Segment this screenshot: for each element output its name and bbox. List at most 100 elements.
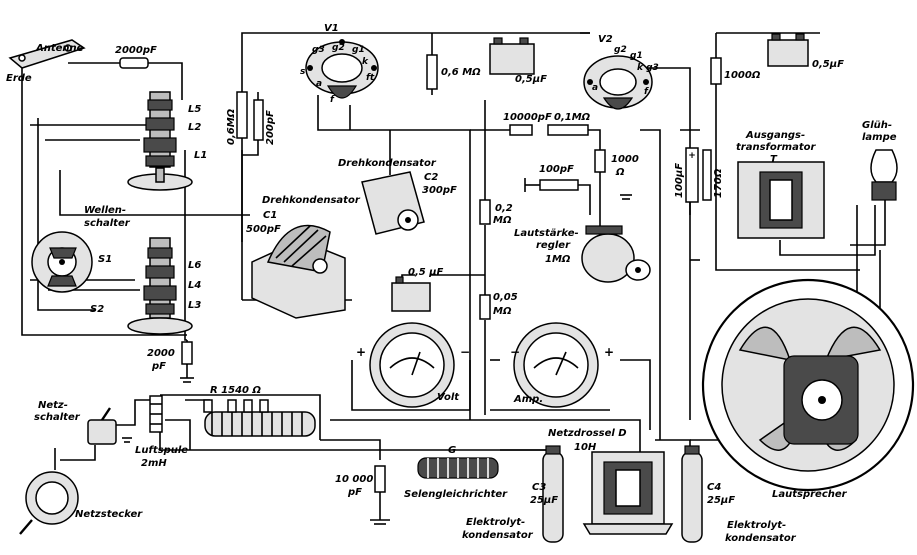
ausgang-label-3: T — [770, 154, 778, 165]
drehkond2-label-1: Drehkondensator — [338, 158, 437, 169]
c4-label-2: 25µF — [707, 495, 735, 506]
r-1000-label: 1000Ω — [724, 70, 761, 81]
c-10000-2-label-a: 10 000 — [335, 474, 373, 485]
v1-ft: ft — [366, 73, 375, 83]
s2-label: S2 — [90, 304, 104, 315]
ammeter: − + Amp. — [510, 322, 614, 408]
v2-g2: g2 — [614, 45, 627, 55]
l5-label: L5 — [188, 104, 201, 115]
c-bottom-label-1: 2000 — [147, 348, 175, 359]
batt2-cap-label: 0,5µF — [812, 59, 844, 70]
antenna-capacitor: 2000pF — [115, 45, 157, 69]
selenium-rectifier: G Selengleichrichter — [404, 445, 508, 500]
resistor-005-mohm: 0,05 MΩ — [479, 292, 518, 320]
v2-kg3: k g3 — [637, 63, 659, 73]
elko-c4-label-1: Elektrolyt- — [727, 520, 786, 531]
electrolytic-capacitor-c3: C3 25µF Elektrolyt- kondensator — [462, 445, 564, 543]
lautst-label-3: 1MΩ — [545, 254, 571, 265]
coil-assembly-upper: L5 L2 L1 — [127, 91, 207, 191]
v1-g2: g2 — [332, 43, 345, 53]
l1-label: L1 — [194, 150, 207, 161]
drehkond1-label-2: C1 — [263, 210, 277, 221]
c-10000-label: 10000pF — [503, 112, 552, 123]
r-1540-label: R 1540 Ω — [210, 385, 261, 396]
v1-k: k — [362, 57, 369, 67]
antenna-terminal-board: Antenne Erde — [6, 39, 86, 84]
r-005-label-b: MΩ — [493, 306, 512, 317]
l4-label: L4 — [188, 280, 201, 291]
capacitor-05uf: 0,5 µF — [391, 267, 444, 312]
v1-a: a — [316, 79, 322, 89]
netzschalter-label-2: schalter — [34, 412, 81, 423]
elko-c4-label-2: kondensator — [725, 533, 797, 544]
netzstecker-label: Netzstecker — [75, 509, 143, 520]
volt-minus: − — [460, 345, 470, 359]
v1-f: f — [330, 95, 335, 105]
ausgang-label-2: transformator — [736, 142, 817, 153]
luftspule-label-1: Luftspule — [135, 445, 188, 456]
mains-switch: Netz- schalter — [34, 400, 117, 445]
v2-label: V2 — [598, 34, 613, 45]
v1-g1: g1 — [352, 45, 365, 55]
r-06-label: 0,6 MΩ — [441, 67, 481, 78]
gluehlampe-label-1: Glüh- — [862, 120, 892, 131]
s1-label: S1 — [98, 254, 112, 265]
ausgang-label-1: Ausgangs- — [745, 130, 805, 141]
l6-label: L6 — [188, 260, 201, 271]
c-100uf-label: 100µF — [674, 163, 685, 198]
batt1-cap-label: 0,5µF — [515, 74, 547, 85]
ground-symbols — [122, 194, 632, 443]
c3-label-2: 25µF — [530, 495, 558, 506]
c-bottom-label-2: pF — [151, 361, 166, 372]
air-coil: Luftspule 2mH — [135, 395, 188, 469]
variable-capacitor-c2: Drehkondensator C2 300pF — [338, 158, 457, 235]
r-170-label: 170Ω — [713, 168, 724, 198]
v1-g3: g3 — [312, 45, 325, 55]
cathode-network: + 100µF 170Ω — [674, 147, 724, 203]
c3-label-1: C3 — [532, 482, 546, 493]
wellenschalter-label-2: schalter — [84, 218, 131, 229]
resistor-02-mohm: 0,2 MΩ — [479, 199, 513, 226]
r-1000-2-label-a: 1000 — [611, 154, 639, 165]
r-1000-2-label-b: Ω — [615, 167, 625, 178]
c-100pf-label: 100pF — [539, 164, 574, 175]
mains-choke: Netzdrossel D 10H — [548, 428, 674, 535]
volt-label: Volt — [437, 392, 460, 403]
c-10000-2-label-b: pF — [347, 487, 362, 498]
loudspeaker: Lautsprecher — [701, 278, 915, 500]
selen-label: Selengleichrichter — [404, 489, 508, 500]
r-005-label-a: 0,05 — [493, 292, 518, 303]
v1-label: V1 — [324, 23, 339, 34]
coil-assembly-lower: L6 L4 L3 — [127, 237, 201, 335]
battery-capacitor-2: 0,5µF — [767, 33, 844, 70]
antenna-capacitor-label: 2000pF — [115, 45, 157, 56]
v2-g1: g1 — [630, 51, 643, 61]
grid-leak-resistor: 0,6MΩ 200pF — [226, 91, 276, 156]
luftspule-label-2: 2mH — [141, 458, 167, 469]
netzschalter-label-1: Netz- — [38, 400, 68, 411]
netzdrossel-label: Netzdrossel D — [548, 428, 627, 439]
pilot-lamp: Glüh- lampe — [862, 120, 898, 201]
variable-capacitor-c1: Drehkondensator C1 500pF — [246, 195, 361, 319]
lautst-label-1: Lautstärke- — [514, 228, 579, 239]
capacitor-100pf: 100pF — [524, 164, 579, 192]
tube-v1: V1 g3 g2 g1 s k a f ft — [300, 23, 379, 105]
battery-capacitor-1: 0,5µF — [489, 37, 547, 85]
output-transformer: Ausgangs- transformator T — [736, 130, 825, 239]
r-01-label: 0,1MΩ — [554, 112, 591, 123]
v2-a: a — [592, 83, 598, 93]
wellenschalter-label-1: Wellen- — [84, 205, 126, 216]
lautsprecher-label: Lautsprecher — [772, 489, 848, 500]
c-100uf-plus: + — [688, 151, 696, 161]
v1-s: s — [300, 67, 306, 77]
capacitor-10000pf-bottom: 10 000 pF — [335, 465, 390, 525]
antenne-label: Antenne — [35, 43, 84, 54]
lautst-label-2: regler — [536, 240, 571, 251]
r-02-label-a: 0,2 — [495, 203, 513, 214]
electrolytic-capacitor-c4: C4 25µF Elektrolyt- kondensator — [681, 445, 797, 544]
wiring — [21, 32, 886, 520]
capacitor-2000pf-bottom: 2000 pF — [147, 341, 194, 383]
v2-f: f — [644, 87, 649, 97]
wave-switch: Wellen- schalter S1 S2 — [31, 205, 131, 315]
